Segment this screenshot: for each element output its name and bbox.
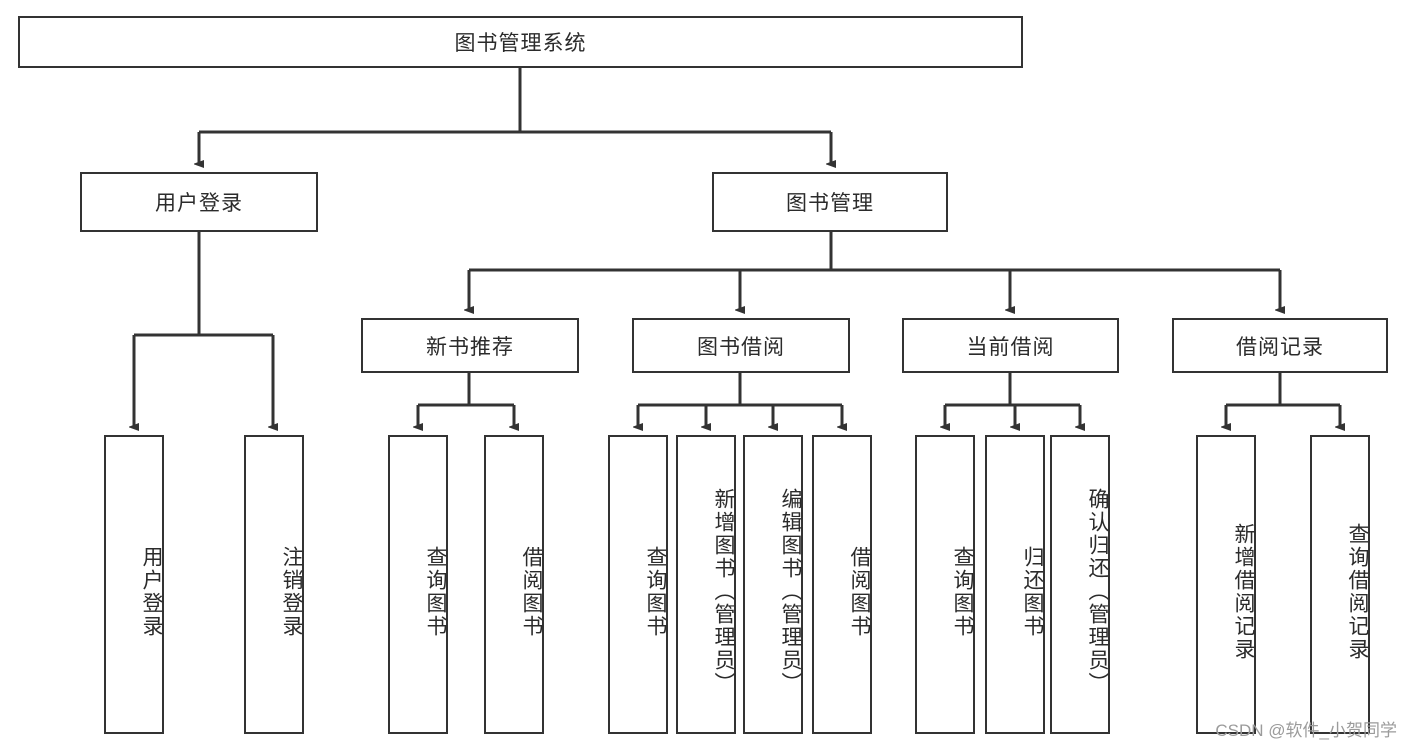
leaf-cb-confirm-return-admin-label: 确认归还（管理员） bbox=[1086, 488, 1109, 695]
leaf-cb-query-book[interactable]: 查询图书 bbox=[915, 435, 975, 734]
node-borrow-record-label: 借阅记录 bbox=[1236, 335, 1324, 359]
leaf-nbr-borrow-book[interactable]: 借阅图书 bbox=[484, 435, 544, 734]
node-book-borrow[interactable]: 图书借阅 bbox=[632, 318, 850, 373]
node-book-borrow-label: 图书借阅 bbox=[697, 335, 785, 359]
node-new-book-recommend-label: 新书推荐 bbox=[426, 335, 514, 359]
leaf-user-login-label: 用户登录 bbox=[140, 545, 163, 638]
node-book-management-label: 图书管理 bbox=[786, 192, 874, 215]
leaf-bb-add-book-admin[interactable]: 新增图书（管理员） bbox=[676, 435, 736, 734]
leaf-br-add-record[interactable]: 新增借阅记录 bbox=[1196, 435, 1256, 734]
node-root[interactable]: 图书管理系统 bbox=[18, 16, 1023, 68]
leaf-logout-label: 注销登录 bbox=[280, 545, 303, 638]
leaf-nbr-borrow-book-label: 借阅图书 bbox=[520, 545, 543, 638]
leaf-bb-query-book[interactable]: 查询图书 bbox=[608, 435, 668, 734]
leaf-cb-return-book[interactable]: 归还图书 bbox=[985, 435, 1045, 734]
leaf-cb-return-book-label: 归还图书 bbox=[1021, 545, 1044, 638]
node-user-login-label: 用户登录 bbox=[155, 192, 243, 215]
leaf-br-query-record-label: 查询借阅记录 bbox=[1346, 522, 1369, 661]
leaf-bb-edit-book-admin-label: 编辑图书（管理员） bbox=[779, 488, 802, 695]
leaf-bb-borrow-book-label: 借阅图书 bbox=[848, 545, 871, 638]
leaf-bb-edit-book-admin[interactable]: 编辑图书（管理员） bbox=[743, 435, 803, 734]
node-current-borrow-label: 当前借阅 bbox=[966, 335, 1055, 359]
leaf-br-query-record[interactable]: 查询借阅记录 bbox=[1310, 435, 1370, 734]
leaf-cb-confirm-return-admin[interactable]: 确认归还（管理员） bbox=[1050, 435, 1110, 734]
csdn-watermark: CSDN @软件_小贺同学 bbox=[1215, 721, 1397, 740]
leaf-nbr-query-book-label: 查询图书 bbox=[424, 545, 447, 638]
leaf-bb-add-book-admin-label: 新增图书（管理员） bbox=[712, 488, 735, 695]
node-user-login[interactable]: 用户登录 bbox=[80, 172, 318, 232]
leaf-br-add-record-label: 新增借阅记录 bbox=[1232, 522, 1255, 661]
leaf-cb-query-book-label: 查询图书 bbox=[951, 545, 974, 638]
node-book-management[interactable]: 图书管理 bbox=[712, 172, 948, 232]
node-borrow-record[interactable]: 借阅记录 bbox=[1172, 318, 1388, 373]
leaf-bb-query-book-label: 查询图书 bbox=[644, 545, 667, 638]
node-new-book-recommend[interactable]: 新书推荐 bbox=[361, 318, 579, 373]
leaf-bb-borrow-book[interactable]: 借阅图书 bbox=[812, 435, 872, 734]
leaf-nbr-query-book[interactable]: 查询图书 bbox=[388, 435, 448, 734]
leaf-user-login[interactable]: 用户登录 bbox=[104, 435, 164, 734]
node-root-label: 图书管理系统 bbox=[454, 32, 587, 55]
leaf-logout[interactable]: 注销登录 bbox=[244, 435, 304, 734]
node-current-borrow[interactable]: 当前借阅 bbox=[902, 318, 1119, 373]
